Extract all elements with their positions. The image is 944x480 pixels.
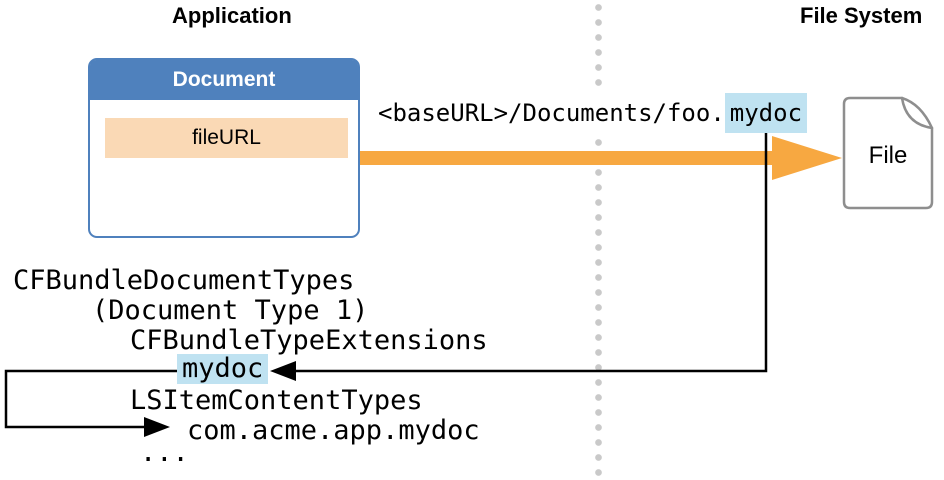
plist-line-cfbundledocumenttypes: CFBundleDocumentTypes — [13, 265, 355, 296]
plist-extension-value-highlight: mydoc — [177, 354, 269, 384]
plist-ellipsis: ... — [140, 437, 189, 468]
document-object-box: Document fileURL — [88, 58, 360, 238]
plist-line-document-type-1: (Document Type 1) — [92, 295, 369, 326]
plist-content-type-value: com.acme.app.mydoc — [187, 415, 480, 446]
file-path-extension-highlight: mydoc — [724, 93, 808, 133]
file-path-label: <baseURL>/Documents/foo. mydoc — [378, 93, 808, 133]
zone-divider-dotted-line — [595, 0, 602, 480]
plist-line-cfbundletypeextensions: CFBundleTypeExtensions — [130, 325, 488, 356]
document-to-file-arrow — [358, 136, 842, 180]
fileurl-property-field: fileURL — [105, 118, 348, 158]
file-path-prefix: <baseURL>/Documents/foo. — [378, 99, 725, 127]
document-box-title: Document — [90, 60, 358, 100]
file-system-zone-header: File System — [800, 3, 923, 28]
application-zone-header: Application — [172, 3, 292, 28]
plist-line-lsitemcontenttypes: LSItemContentTypes — [130, 385, 423, 416]
file-icon — [842, 96, 934, 210]
file-icon-label: File — [868, 142, 908, 169]
